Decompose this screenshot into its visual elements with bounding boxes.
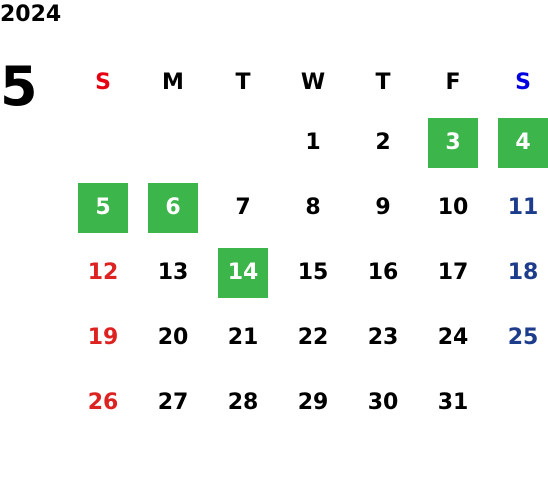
day-cell: 20 (138, 305, 208, 370)
weekday-header-thursday: T (375, 70, 391, 95)
day-cell (138, 110, 208, 175)
day-cell: 8 (278, 175, 348, 240)
calendar-grid: S M T W T F S 1 2 3 4 5 6 7 8 9 10 11 12… (68, 55, 548, 435)
day-number: 5 (78, 182, 128, 233)
day-number: 17 (437, 260, 469, 285)
day-number (78, 118, 128, 168)
weekday-header-sunday: S (95, 70, 111, 95)
day-cell (208, 110, 278, 175)
day-number: 3 (428, 117, 478, 168)
day-cell: 11 (488, 175, 548, 240)
day-cell: 17 (418, 240, 488, 305)
day-number: 23 (367, 325, 399, 350)
day-cell: 31 (418, 370, 488, 435)
day-number: 22 (297, 325, 329, 350)
day-cell: 18 (488, 240, 548, 305)
month-number: 5 (0, 55, 38, 118)
day-cell: 7 (208, 175, 278, 240)
day-number (218, 118, 268, 168)
day-number: 24 (437, 325, 469, 350)
day-cell: 13 (138, 240, 208, 305)
day-cell: 26 (68, 370, 138, 435)
day-number: 12 (87, 260, 119, 285)
day-cell: 14 (208, 240, 278, 305)
weekday-header-wednesday: W (300, 70, 326, 95)
day-number: 20 (157, 325, 189, 350)
day-number: 14 (218, 247, 268, 298)
day-number: 11 (507, 195, 539, 220)
day-number: 15 (297, 260, 329, 285)
day-cell: 4 (488, 110, 548, 175)
day-number: 21 (227, 325, 259, 350)
day-number: 1 (305, 130, 321, 155)
day-cell: 3 (418, 110, 488, 175)
day-cell: 24 (418, 305, 488, 370)
day-number: 6 (148, 182, 198, 233)
day-number: 10 (437, 195, 469, 220)
year-label: 2024 (0, 2, 62, 27)
day-number: 25 (507, 325, 539, 350)
day-number: 16 (367, 260, 399, 285)
day-number: 8 (305, 195, 321, 220)
day-cell (68, 110, 138, 175)
day-cell: 28 (208, 370, 278, 435)
day-number (498, 378, 548, 428)
day-number: 27 (157, 390, 189, 415)
day-cell: 6 (138, 175, 208, 240)
day-number: 29 (297, 390, 329, 415)
day-number: 4 (498, 117, 548, 168)
day-cell: 1 (278, 110, 348, 175)
day-cell: 22 (278, 305, 348, 370)
day-number (148, 118, 198, 168)
day-cell: 9 (348, 175, 418, 240)
day-cell: 12 (68, 240, 138, 305)
day-cell: 16 (348, 240, 418, 305)
day-cell: 5 (68, 175, 138, 240)
day-cell: 29 (278, 370, 348, 435)
day-number: 2 (375, 130, 391, 155)
day-number: 9 (375, 195, 391, 220)
day-cell: 2 (348, 110, 418, 175)
day-number: 7 (235, 195, 251, 220)
day-number: 26 (87, 390, 119, 415)
day-cell: 19 (68, 305, 138, 370)
day-cell: 21 (208, 305, 278, 370)
day-number: 30 (367, 390, 399, 415)
day-cell: 30 (348, 370, 418, 435)
weekday-header-tuesday: T (235, 70, 251, 95)
day-cell: 25 (488, 305, 548, 370)
day-cell: 27 (138, 370, 208, 435)
day-cell: 15 (278, 240, 348, 305)
day-number: 13 (157, 260, 189, 285)
day-number: 28 (227, 390, 259, 415)
day-cell: 23 (348, 305, 418, 370)
weekday-header-monday: M (162, 70, 184, 95)
day-number: 19 (87, 325, 119, 350)
weekday-header-saturday: S (515, 70, 531, 95)
day-cell (488, 370, 548, 435)
day-number: 31 (437, 390, 469, 415)
weekday-header-friday: F (445, 70, 461, 95)
day-number: 18 (507, 260, 539, 285)
day-cell: 10 (418, 175, 488, 240)
